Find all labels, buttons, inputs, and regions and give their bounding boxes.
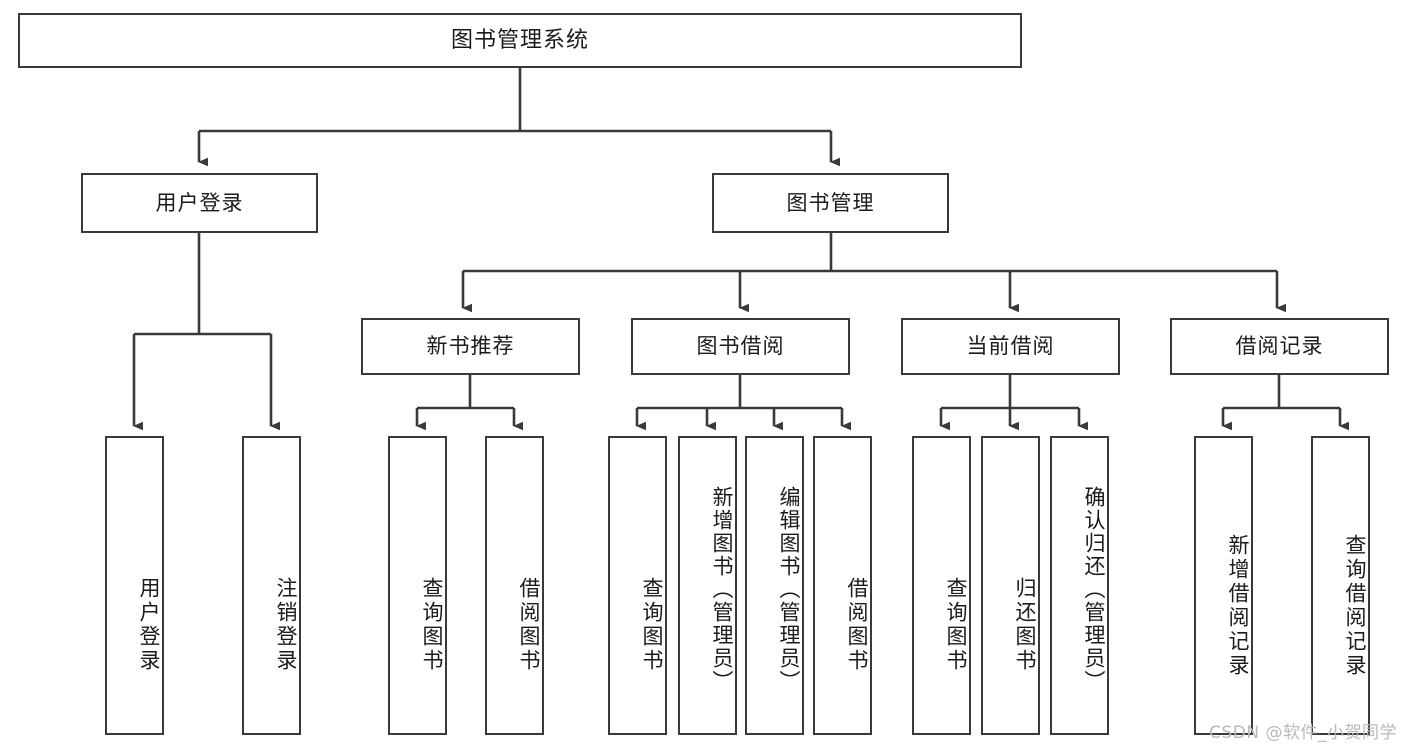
leaf-borrow-book-recommend[interactable]: 借阅图书 (485, 436, 544, 735)
leaf-query-book-current[interactable]: 查询图书 (912, 436, 971, 735)
leaf-confirm-return-admin[interactable]: 确认归还（管理员） (1050, 436, 1109, 735)
node-current-borrow[interactable]: 当前借阅 (901, 318, 1120, 375)
node-user-login[interactable]: 用户登录 (81, 173, 318, 233)
leaf-query-book-borrow[interactable]: 查询图书 (608, 436, 667, 735)
leaf-query-book-recommend[interactable]: 查询图书 (388, 436, 447, 735)
leaf-query-borrow-record[interactable]: 查询借阅记录 (1311, 436, 1370, 735)
node-new-book-recommend[interactable]: 新书推荐 (361, 318, 580, 375)
node-borrow-record[interactable]: 借阅记录 (1170, 318, 1389, 375)
leaf-edit-book-admin[interactable]: 编辑图书（管理员） (745, 436, 804, 735)
leaf-user-login[interactable]: 用户登录 (105, 436, 164, 735)
leaf-add-book-admin[interactable]: 新增图书（管理员） (678, 436, 737, 735)
leaf-return-book[interactable]: 归还图书 (981, 436, 1040, 735)
node-book-management[interactable]: 图书管理 (712, 173, 949, 233)
node-root-book-management-system[interactable]: 图书管理系统 (18, 13, 1022, 68)
leaf-borrow-book-borrow[interactable]: 借阅图书 (813, 436, 872, 735)
leaf-add-borrow-record[interactable]: 新增借阅记录 (1194, 436, 1253, 735)
node-book-borrow[interactable]: 图书借阅 (631, 318, 850, 375)
leaf-logout-login[interactable]: 注销登录 (242, 436, 301, 735)
